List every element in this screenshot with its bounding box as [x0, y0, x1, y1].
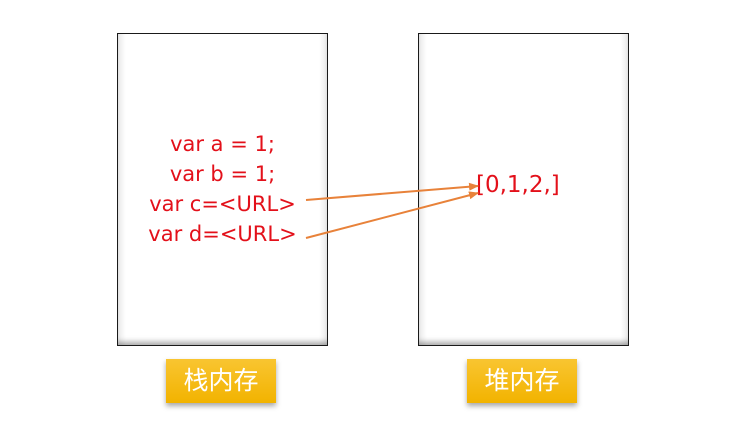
stack-line-d: var d=<URL> [148, 222, 297, 246]
stack-code-block: var a = 1; var b = 1; var c=<URL> var d=… [117, 129, 328, 249]
stack-line-b: var b = 1; [169, 162, 276, 186]
heap-array-value: [0,1,2,] [476, 172, 560, 198]
heap-memory-box [418, 33, 629, 346]
stack-line-c: var c=<URL> [149, 192, 296, 216]
arrow-c-to-heap [305, 182, 479, 201]
stack-memory-box [117, 33, 328, 346]
heap-memory-label: 堆内存 [467, 359, 577, 403]
arrow-d-to-heap [305, 191, 479, 239]
stack-line-a: var a = 1; [170, 132, 275, 156]
stack-memory-label: 栈内存 [166, 359, 276, 403]
